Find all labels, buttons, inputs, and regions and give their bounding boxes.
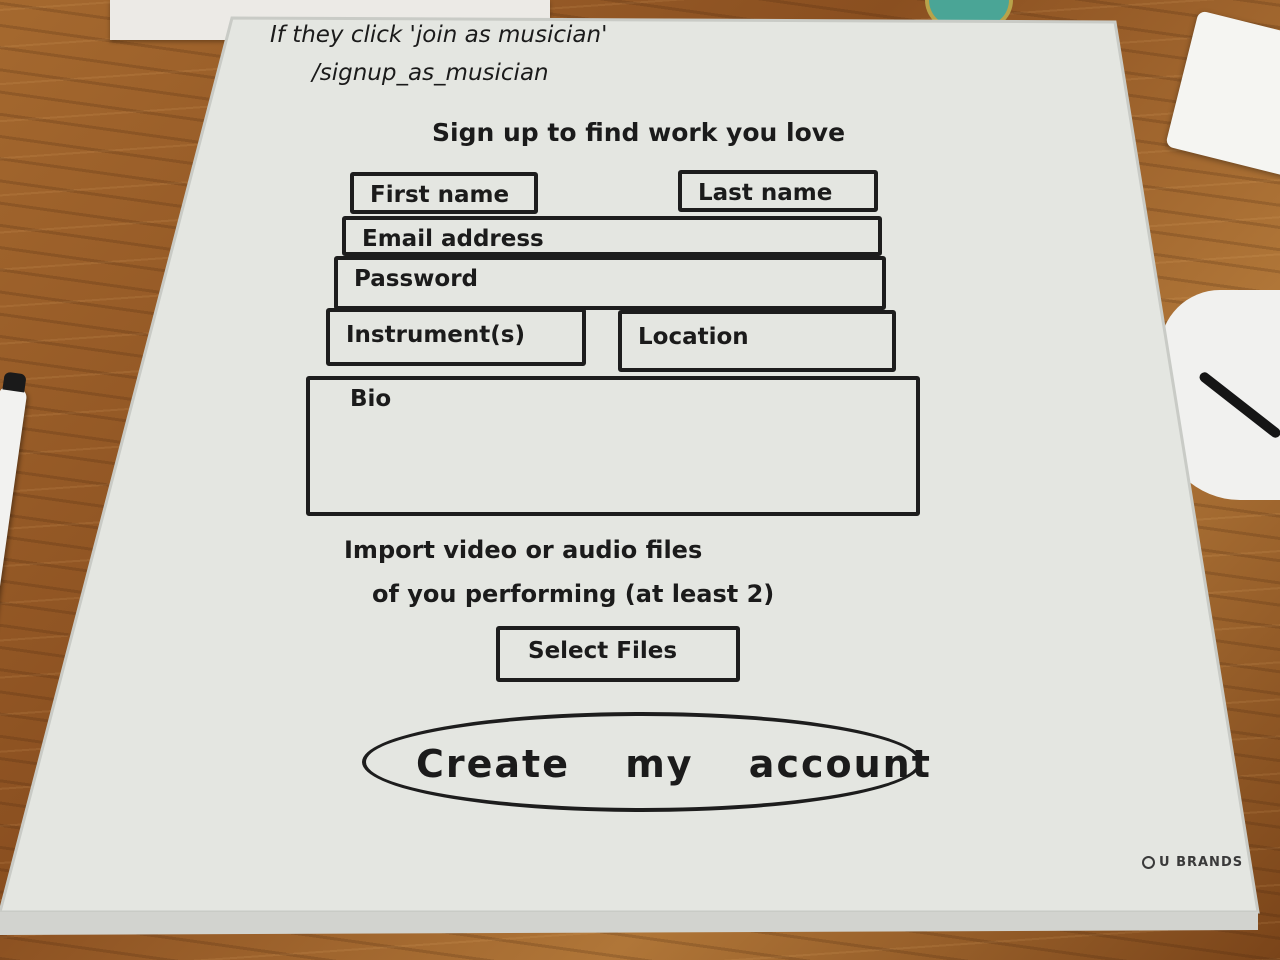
last-name-label: Last name [698,180,833,206]
last-name-field[interactable]: Last name [678,170,878,212]
create-account-button[interactable]: Create my account [362,712,930,812]
location-label: Location [638,324,749,350]
select-files-button[interactable]: Select Files [496,626,740,682]
password-field[interactable]: Password [334,256,886,310]
import-instructions-line2: of you performing (at least 2) [372,580,775,608]
note-click-join: If they click 'join as musician' [270,22,608,48]
bio-label: Bio [350,386,392,412]
bio-field[interactable]: Bio [306,376,920,516]
import-instructions-line1: Import video or audio files [344,536,703,564]
email-label: Email address [362,226,544,252]
form-heading: Sign up to find work you love [432,118,846,147]
create-account-label: Create my account [416,742,932,786]
location-field[interactable]: Location [618,310,896,372]
email-field[interactable]: Email address [342,216,882,256]
instruments-label: Instrument(s) [346,322,525,348]
select-files-label: Select Files [528,638,678,664]
brand-text: U BRANDS [1159,855,1244,870]
first-name-field[interactable]: First name [350,172,538,214]
board-brand-logo: U BRANDS [1142,855,1243,870]
password-label: Password [354,266,478,292]
note-route: /signup_as_musician [312,60,549,86]
brand-icon [1142,856,1155,869]
first-name-label: First name [370,182,510,208]
instruments-field[interactable]: Instrument(s) [326,308,586,366]
